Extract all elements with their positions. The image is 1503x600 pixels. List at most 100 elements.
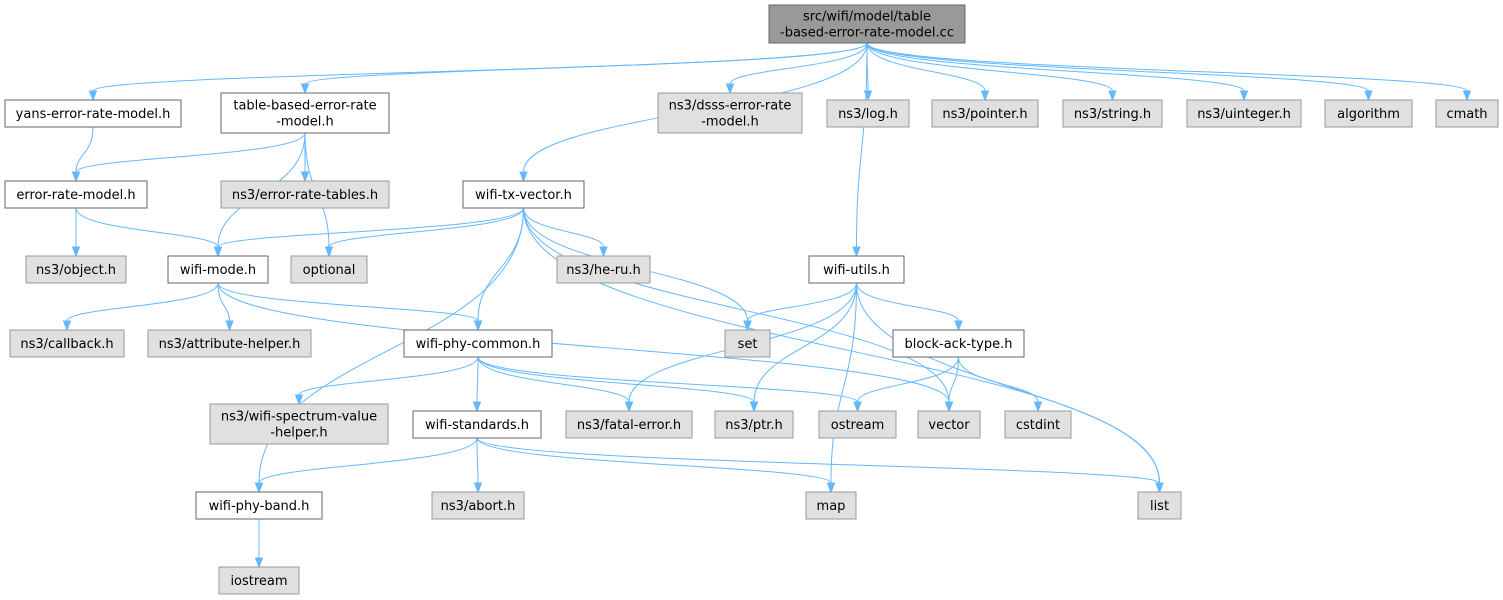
node-label-algorithm-0: algorithm (1337, 107, 1400, 122)
node-yans[interactable]: yans-error-rate-model.h (4, 99, 182, 128)
node-string: ns3/string.h (1062, 99, 1163, 128)
node-wpc[interactable]: wifi-phy-common.h (403, 329, 553, 358)
edge-wstd-to-abort (476, 437, 479, 484)
arrowhead-tber-to-ert (300, 171, 310, 183)
arrowhead-bat-to-ostream (853, 401, 862, 413)
node-box-algorithm (1324, 99, 1413, 128)
node-box-attr (147, 329, 312, 358)
arrowhead-root-to-wutils (852, 246, 861, 258)
arrowhead-root-to-yans (88, 90, 98, 102)
arrowhead-wpc-to-wsvh (294, 394, 304, 406)
edge-wutils-to-ptr (753, 282, 857, 403)
edge-bat-to-cstdint (958, 356, 1039, 403)
edge-wstd-to-map (476, 437, 832, 484)
node-pointer: ns3/pointer.h (931, 99, 1039, 128)
arrowhead-wmode-to-wpc (473, 320, 483, 332)
node-label-fatal-0: ns3/fatal-error.h (577, 418, 681, 433)
arrowhead-root-to-cmath (1462, 90, 1472, 102)
node-box-pointer (931, 99, 1039, 128)
node-box-wtx (462, 180, 585, 209)
node-label-list-0: list (1150, 499, 1169, 514)
arrowhead-wpc-to-fatal (624, 401, 634, 413)
edge-wutils-to-list (856, 282, 1160, 484)
node-optional: optional (290, 255, 368, 284)
node-label-map-0: map (817, 499, 846, 514)
node-bat[interactable]: block-ack-type.h (892, 329, 1025, 358)
edge-wtx-to-optional (328, 207, 524, 248)
arrowhead-wtx-to-optional (324, 246, 334, 258)
node-wpb[interactable]: wifi-phy-band.h (195, 491, 323, 520)
node-box-callback (9, 329, 125, 358)
arrowhead-wpc-to-ptr (749, 401, 759, 413)
node-label-callback-0: ns3/callback.h (20, 337, 113, 352)
node-box-ptr (714, 410, 794, 439)
arrowhead-wpc-to-wstd (472, 401, 482, 413)
node-wtx[interactable]: wifi-tx-vector.h (462, 180, 585, 209)
node-box-yans (4, 99, 182, 128)
edge-wpc-to-ptr (477, 356, 755, 403)
node-box-string (1062, 99, 1163, 128)
node-callback: ns3/callback.h (9, 329, 125, 358)
node-box-cmath (1435, 99, 1499, 128)
arrowhead-root-to-wtx (519, 171, 528, 183)
node-abort: ns3/abort.h (431, 491, 525, 520)
node-label-wtx-0: wifi-tx-vector.h (475, 188, 572, 203)
edge-tber-to-erm (75, 132, 306, 173)
node-wmode[interactable]: wifi-mode.h (167, 255, 269, 284)
node-label-object-0: ns3/object.h (36, 263, 116, 278)
node-label-yans-0: yans-error-rate-model.h (16, 107, 171, 122)
arrowhead-wmode-to-callback (62, 320, 72, 332)
node-label-iostream-0: iostream (230, 574, 287, 589)
node-object: ns3/object.h (25, 255, 127, 284)
node-label-root-1: -based-error-rate-model.cc (780, 26, 954, 41)
node-label-wsvh-1: -helper.h (270, 426, 327, 441)
edge-root-to-tber (304, 42, 868, 85)
node-label-heru-0: ns3/he-ru.h (566, 263, 641, 278)
node-label-root-0: src/wifi/model/table (803, 10, 931, 25)
arrowhead-wmode-to-attr (225, 320, 234, 332)
node-label-ptr-0: ns3/ptr.h (725, 418, 783, 433)
edge-wtx-to-heru (523, 207, 604, 248)
node-box-abort (431, 491, 525, 520)
node-label-ert-0: ns3/error-rate-tables.h (232, 188, 378, 203)
node-box-vector (917, 410, 981, 439)
node-box-wpc (403, 329, 553, 358)
node-wutils[interactable]: wifi-utils.h (808, 255, 905, 284)
node-dsss: ns3/dsss-error-rate-model.h (657, 92, 803, 134)
node-label-vector-0: vector (928, 418, 970, 433)
node-box-tber (220, 92, 390, 134)
node-root[interactable]: src/wifi/model/table-based-error-rate-mo… (768, 4, 966, 44)
node-box-log (826, 99, 910, 128)
edges-layer (62, 42, 1472, 569)
edge-wtx-to-list (523, 207, 1160, 484)
edge-bat-to-ostream (857, 356, 959, 403)
edge-wtx-to-wmode (217, 207, 524, 248)
node-wstd[interactable]: wifi-standards.h (412, 410, 542, 439)
node-box-dsss (657, 92, 803, 134)
edge-erm-to-wmode (75, 207, 219, 248)
node-box-iostream (218, 566, 300, 595)
arrowhead-wstd-to-list (1155, 482, 1164, 494)
node-label-wstd-0: wifi-standards.h (425, 418, 529, 433)
edge-bat-to-vector (948, 356, 959, 403)
node-box-heru (556, 255, 651, 284)
node-label-tber-1: -model.h (276, 115, 334, 130)
node-label-dsss-1: -model.h (701, 115, 759, 130)
arrowhead-root-to-string (1108, 90, 1117, 102)
edge-root-to-wutils (856, 42, 868, 248)
node-erm[interactable]: error-rate-model.h (4, 180, 148, 209)
node-iostream: iostream (218, 566, 300, 595)
node-fatal: ns3/fatal-error.h (565, 410, 693, 439)
node-tber[interactable]: table-based-error-rate-model.h (220, 92, 390, 134)
node-label-wpb-0: wifi-phy-band.h (209, 499, 310, 514)
node-ert: ns3/error-rate-tables.h (220, 180, 390, 209)
node-box-ert (220, 180, 390, 209)
node-label-pointer-0: ns3/pointer.h (942, 107, 1027, 122)
edge-wtx-to-wpc (477, 207, 524, 322)
arrowhead-wstd-to-map (826, 482, 836, 494)
node-box-set (724, 329, 771, 358)
arrowhead-root-to-pointer (980, 90, 990, 102)
edge-wmode-to-attr (217, 282, 230, 322)
node-uinteger: ns3/uinteger.h (1186, 99, 1302, 128)
